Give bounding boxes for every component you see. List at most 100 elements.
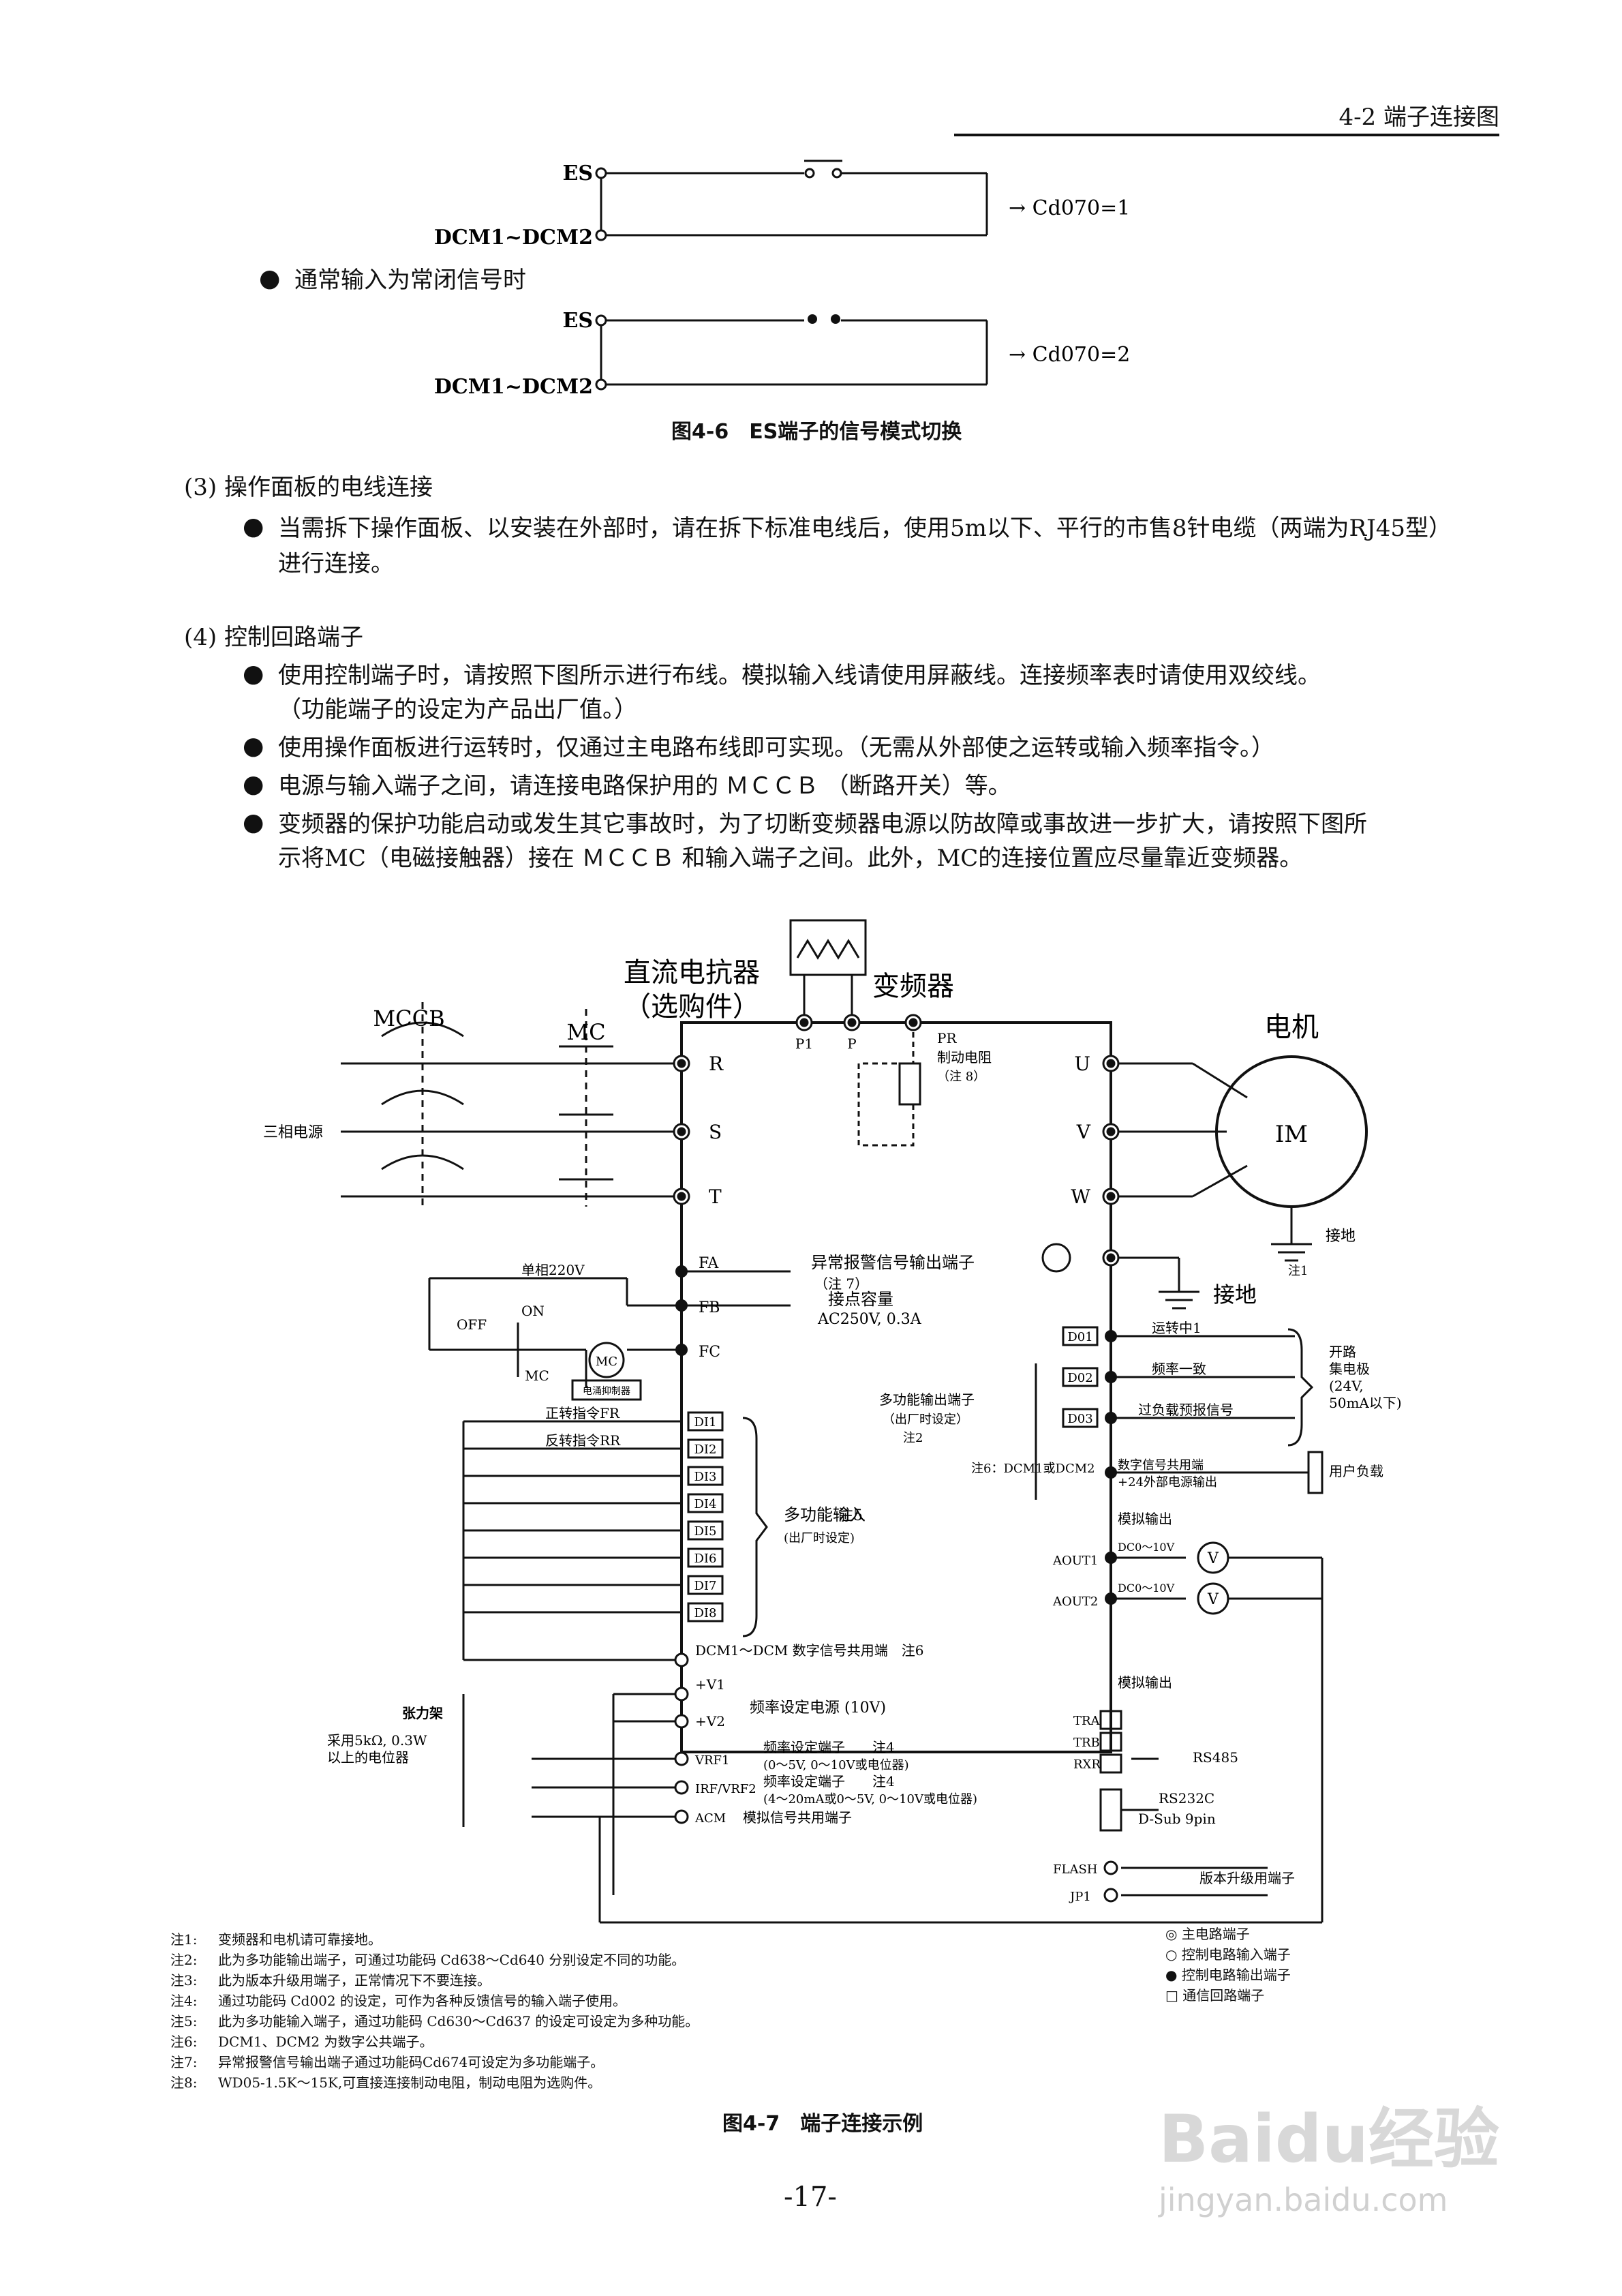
svg-text:DI5: DI5 [694, 1524, 717, 1539]
note-item: 注7:异常报警信号输出端子通过功能码Cd674可设定为多功能端子。 [170, 2054, 605, 2070]
vrf1-label: VRF1 [694, 1753, 730, 1768]
es-terminal-2 [595, 314, 607, 327]
oc-label-4: 50mA以下) [1329, 1395, 1402, 1411]
control-input-terminals [674, 1652, 1118, 1903]
dc010-1-label: DC0～10V [1118, 1541, 1175, 1554]
rs232c-label: RS232C [1159, 1790, 1214, 1807]
fwd-label: 正转指令FR [545, 1405, 620, 1421]
note2-label: 注2 [903, 1431, 923, 1445]
section-4-bullet-2: 使用操作面板进行运转时，仅通过主电路布线即可实现。（无需从外部使之运转或输入频率… [278, 734, 1274, 761]
analog-out-label: 模拟输出 [1118, 1511, 1172, 1527]
note6-label: 注6：DCM1或DCM2 [971, 1462, 1095, 1476]
svg-text:DI3: DI3 [694, 1470, 717, 1484]
rev-label: 反转指令RR [545, 1432, 621, 1449]
svg-text:D03: D03 [1067, 1412, 1092, 1426]
bullet-dot: ● [259, 265, 281, 292]
svg-text:DI7: DI7 [694, 1579, 717, 1593]
fb-label: FB [699, 1299, 720, 1316]
irf-range: (4～20mA或0～5V, 0～10V或电位器) [763, 1792, 977, 1807]
dcm-common-label: DCM1～DCM 数字信号共用端 注6 [695, 1642, 923, 1659]
inverter-box [680, 1021, 1112, 1753]
note-item: 注6:DCM1、DCM2 为数字公共端子。 [170, 2034, 433, 2050]
note5-label: 注5 [838, 1507, 863, 1524]
tra-label: TRA [1073, 1714, 1101, 1728]
svg-text:D02: D02 [1067, 1371, 1092, 1385]
bullet-dot: ● [243, 809, 264, 836]
pot-spec-1: 采用5kΩ, 0.3W [327, 1732, 427, 1749]
mc-label: MC [566, 1019, 605, 1045]
svg-text:DI2: DI2 [694, 1442, 717, 1457]
control-input-icon: ○ [1165, 1946, 1178, 1963]
mc-aux-label: MC [525, 1368, 549, 1384]
legend: ◎ 主电路端子 ○ 控制电路输入端子 ● 控制电路输出端子 □ 通信回路端子 [1165, 1924, 1291, 2006]
aout1-label: AOUT1 [1052, 1554, 1098, 1568]
di-rows [463, 1326, 1314, 1637]
fa-label: FA [699, 1255, 719, 1272]
wiring-diagram: 直流电抗器 （选购件） 变频器 电机 IM MCCB MC 三相电源 R S T… [263, 919, 1402, 1924]
section-4-bullet-4-cont: 示将MC（电磁接触器）接在 ＭＣＣＢ 和输入端子之间。此外，MC的连接位置应尽量… [278, 845, 1303, 872]
freq-power-label: 频率设定电源 (10V) [750, 1700, 886, 1717]
di-labels: DI1 DI2 DI3 DI4 DI5 DI6 DI7 DI8 [694, 1415, 717, 1620]
note-item: 注4:通过功能码 Cd002 的设定，可作为各种反馈信号的输入端子使用。 [170, 1993, 626, 2009]
comm-terminal-icon: □ [1165, 1987, 1178, 2004]
note-item: 注3:此为版本升级用端子，正常情况下不要连接。 [170, 1972, 491, 1989]
legend-comm: 通信回路端子 [1182, 1987, 1265, 2004]
multi-in-label: 多功能输入 [784, 1505, 866, 1524]
section-3-bullet-1-cont: 进行连接。 [278, 550, 394, 577]
multi-out-factory: （出厂时设定） [883, 1413, 968, 1427]
brake-res-label: 制动电阻 [937, 1049, 992, 1066]
section-3-title: (3) 操作面板的电线连接 [184, 474, 433, 501]
bullet-nc-text: 通常输入为常闭信号时 [294, 267, 526, 294]
control-output-icon: ● [1165, 1967, 1178, 1983]
contact-val-label: AC250V, 0.3A [817, 1311, 922, 1328]
flash-label: FLASH [1053, 1862, 1097, 1877]
oc-label-2: 集电极 [1329, 1361, 1370, 1377]
t-label: T [709, 1185, 722, 1208]
v1-label: +V1 [695, 1676, 725, 1693]
s-label: S [709, 1121, 722, 1143]
factory-set-label: (出厂时设定) [784, 1531, 855, 1545]
meter-1-label: V [1207, 1550, 1219, 1567]
bullet-dot: ● [243, 660, 264, 688]
section-4-bullet-1-cont: （功能端子的设定为产品出厂值。） [278, 696, 637, 723]
inverter-ground-label: 接地 [1213, 1282, 1257, 1308]
es-label-2: ES [562, 309, 593, 333]
contact-cap-label: 接点容量 [828, 1290, 893, 1309]
legend-ctrl-in: 控制电路输入端子 [1181, 1946, 1291, 1963]
vrf1-range: (0～5V, 0～10V或电位器) [763, 1758, 909, 1772]
legend-main: 主电路端子 [1181, 1926, 1250, 1942]
mccb-label: MCCB [373, 1006, 444, 1031]
page-number: -17- [784, 2181, 837, 2213]
jp1-label: JP1 [1069, 1890, 1091, 1904]
svg-text:DI4: DI4 [694, 1497, 717, 1511]
pot-spec-2: 以上的电位器 [327, 1749, 409, 1766]
result-1: → Cd070=1 [1009, 196, 1130, 220]
control-output-terminals [675, 1265, 1117, 1605]
p-label: P [847, 1036, 856, 1052]
note8-label: （注 8） [937, 1070, 985, 1084]
analog-out-2-label: 模拟输出 [1118, 1674, 1172, 1691]
rxr-label: RXR [1073, 1757, 1101, 1772]
user-load-label: 用户负载 [1329, 1463, 1383, 1479]
dsub-label: D-Sub 9pin [1138, 1811, 1216, 1827]
main-terminals [673, 1014, 1120, 1267]
es-switch-diagram: ES DCM1~DCM2 ES DCM1~DCM2 → Cd070=1 → Cd… [434, 160, 1130, 399]
motor-ground-label: 接地 [1326, 1228, 1356, 1245]
es-terminal-1 [595, 167, 607, 179]
dcm-label-2: DCM1~DCM2 [434, 375, 593, 399]
ext24-label: +24外部电源输出 [1118, 1475, 1217, 1490]
dcm-label-1: DCM1~DCM2 [434, 226, 593, 250]
notes-list: 注1:变频器和电机请可靠接地。 注2:此为多功能输出端子，可通过功能码 Cd63… [170, 1929, 699, 2093]
section-4-bullet-4: 变频器的保护功能启动或发生其它事故时，为了切断变频器电源以防故障或事故进一步扩大… [278, 811, 1367, 838]
rs485-label: RS485 [1193, 1749, 1238, 1766]
single-phase-label: 单相220V [521, 1262, 585, 1278]
figure-4-7-caption: 图4-7 端子连接示例 [722, 2112, 923, 2136]
es-label-1: ES [562, 162, 593, 185]
pr-label: PR [937, 1030, 957, 1046]
upgrade-label: 版本升级用端子 [1199, 1870, 1295, 1886]
page-header: 4-2 端子连接图 [954, 95, 1499, 136]
v-label: V [1076, 1121, 1091, 1143]
w-label: W [1071, 1185, 1090, 1208]
dc-reactor-label: 直流电抗器 [624, 957, 760, 988]
mc-coil-label: MC [596, 1355, 617, 1369]
